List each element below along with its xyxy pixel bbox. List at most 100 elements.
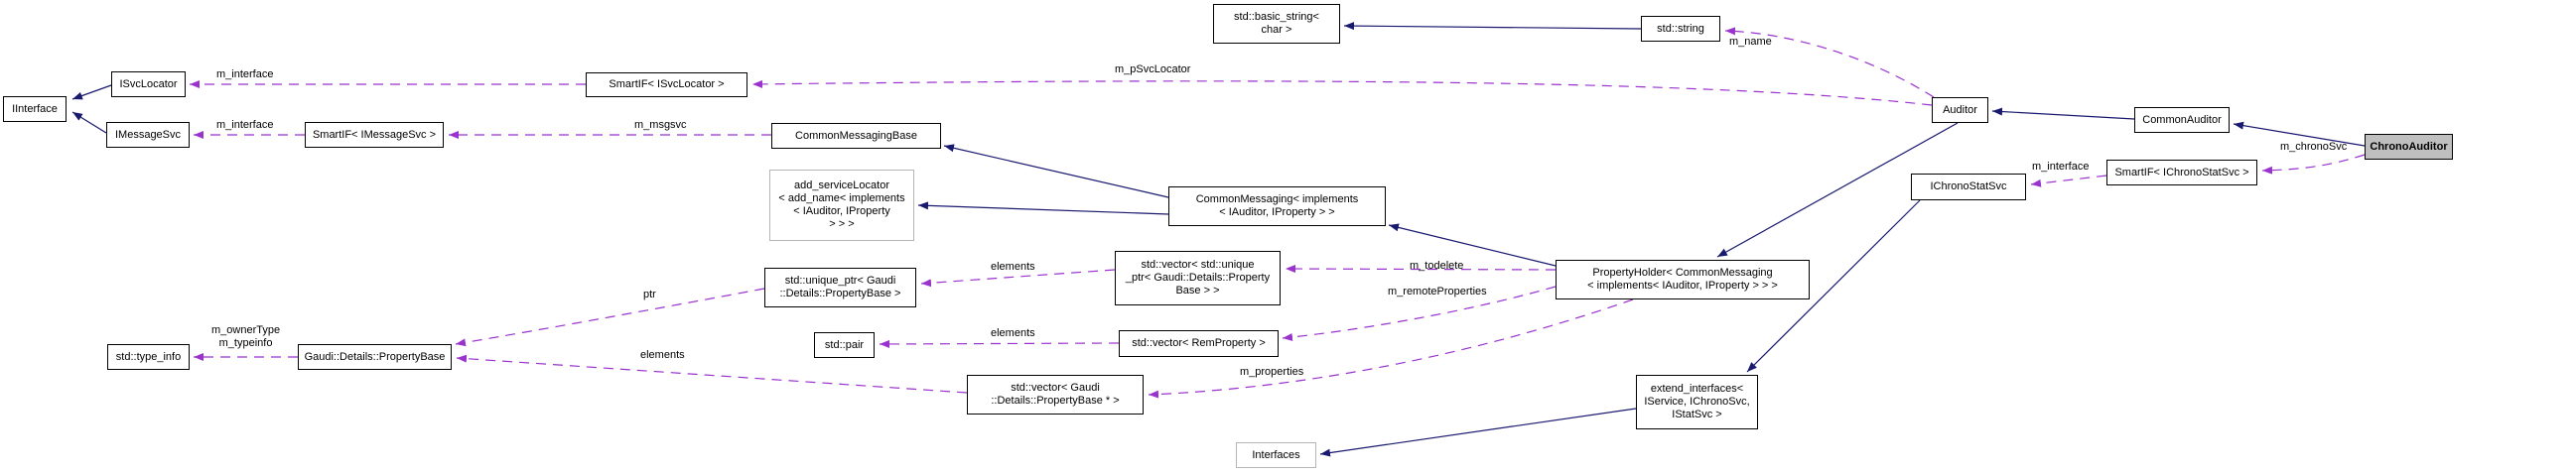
- node-label-line: IInterface: [12, 102, 58, 115]
- edge-label-m_name: m_name: [1729, 36, 1772, 49]
- node-label-line: _ptr< Gaudi::Details::Property: [1125, 272, 1271, 284]
- node-std-string[interactable]: std::string: [1641, 16, 1720, 42]
- node-label-line: std::vector< Gaudi: [1011, 382, 1100, 394]
- edge-inherit-common-messaging-to-add-servicelocator: [917, 201, 1169, 215]
- edge-inherit-common-auditor-to-auditor: [1991, 107, 2135, 120]
- edge-label-m_interface: m_interface: [216, 119, 273, 132]
- node-label-line: ChronoAuditor: [2370, 140, 2448, 153]
- node-vector-unique-ptr[interactable]: std::vector< std::unique_ptr< Gaudi::Det…: [1115, 251, 1281, 305]
- edge-label-line: m_name: [1729, 36, 1772, 48]
- edge-usage-vector-remproperty-to-std-pair: [879, 339, 1120, 348]
- edge-label-m_interface: m_interface: [216, 68, 273, 81]
- edge-label-m_todelete: m_todelete: [1410, 260, 1463, 273]
- node-std-basic-string[interactable]: std::basic_string<char >: [1213, 4, 1340, 44]
- node-std-pair[interactable]: std::pair: [814, 332, 875, 358]
- node-label-line: add_serviceLocator: [793, 179, 889, 191]
- node-label-line: PropertyHolder< CommonMessaging: [1592, 267, 1773, 279]
- edge-label-line: m_pSvcLocator: [1115, 63, 1191, 75]
- edge-label-m_pSvcLocator: m_pSvcLocator: [1115, 63, 1190, 76]
- edge-usage-property-holder-to-vector-unique-ptr: [1285, 265, 1557, 274]
- edge-inherit-std-string-to-std-basic-string: [1343, 22, 1642, 31]
- node-common-messaging[interactable]: CommonMessaging< implements< IAuditor, I…: [1168, 186, 1386, 226]
- edge-label-line: m_ownerType: [211, 324, 281, 336]
- node-label-line: < IAuditor, IProperty: [793, 205, 890, 217]
- edge-label-line: elements: [991, 327, 1035, 339]
- edge-inherit-imessagesvc-to-iinterface: [71, 111, 107, 134]
- edge-inherit-common-messaging-to-common-messaging-base: [943, 144, 1169, 198]
- node-isvclocator[interactable]: ISvcLocator: [111, 71, 186, 97]
- node-smartif-ichronostatsvc[interactable]: SmartIF< IChronoStatSvc >: [2106, 160, 2257, 185]
- node-label-line: CommonMessagingBase: [795, 129, 917, 142]
- edge-inherit-extend-interfaces-to-interfaces: [1319, 408, 1637, 457]
- node-extend-interfaces[interactable]: extend_interfaces<IService, IChronoSvc,I…: [1636, 375, 1758, 429]
- node-chrono-auditor: ChronoAuditor: [2365, 134, 2453, 160]
- node-property-holder[interactable]: PropertyHolder< CommonMessaging< impleme…: [1556, 260, 1810, 299]
- node-label-line: ::Details::PropertyBase * >: [991, 395, 1120, 407]
- node-label-line: Interfaces: [1252, 448, 1300, 461]
- node-common-messaging-base[interactable]: CommonMessagingBase: [771, 123, 941, 149]
- node-label-line: std::unique_ptr< Gaudi: [784, 275, 896, 287]
- edge-inherit-ichronostatsvc-to-extend-interfaces: [1746, 199, 1921, 373]
- edge-label-m_chronoSvc: m_chronoSvc: [2280, 141, 2347, 154]
- node-std-type-info[interactable]: std::type_info: [107, 344, 190, 370]
- edge-label-m_properties: m_properties: [1240, 366, 1303, 379]
- node-common-auditor[interactable]: CommonAuditor: [2134, 107, 2230, 133]
- node-label-line: Auditor: [1943, 103, 1977, 116]
- node-gaudi-propertybase[interactable]: Gaudi::Details::PropertyBase: [298, 344, 452, 370]
- node-ichronostatsvc[interactable]: IChronoStatSvc: [1911, 174, 2026, 200]
- node-smartif-isvclocator[interactable]: SmartIF< ISvcLocator >: [586, 72, 747, 97]
- node-label-line: SmartIF< IChronoStatSvc >: [2114, 166, 2249, 178]
- edge-label-elements: elements: [991, 327, 1035, 340]
- node-vector-remproperty[interactable]: std::vector< RemProperty >: [1119, 330, 1279, 357]
- node-label-line: IStatSvc >: [1672, 409, 1722, 420]
- edge-label-line: m_interface: [216, 68, 274, 80]
- node-label-line: SmartIF< IMessageSvc >: [312, 128, 437, 141]
- edge-usage-chrono-auditor-to-smartif-ichronostatsvc: [2261, 154, 2366, 175]
- edge-label-line: m_remoteProperties: [1388, 286, 1487, 297]
- edge-usage-auditor-to-smartif-isvclocator: [751, 79, 1933, 106]
- node-label-line: std::pair: [824, 338, 865, 351]
- node-label-line: std::string: [1657, 22, 1704, 35]
- node-auditor[interactable]: Auditor: [1932, 97, 1988, 123]
- edge-label-elements: elements: [991, 261, 1035, 274]
- node-label-line: std::basic_string<: [1234, 11, 1319, 23]
- node-label-line: std::vector< std::unique: [1141, 259, 1255, 271]
- node-label-line: CommonAuditor: [2142, 113, 2222, 126]
- edge-label-line: elements: [991, 261, 1035, 273]
- edge-inherit-isvclocator-to-iinterface: [71, 84, 112, 100]
- node-label-line: < add_name< implements: [778, 192, 905, 204]
- node-add-servicelocator: add_serviceLocator< add_name< implements…: [769, 170, 914, 241]
- node-iinterface[interactable]: IInterface: [3, 96, 67, 122]
- edge-label-m_remoteProperties: m_remoteProperties: [1388, 286, 1487, 298]
- node-vector-propertybase-ptr[interactable]: std::vector< Gaudi::Details::PropertyBas…: [967, 375, 1144, 415]
- edge-label-line: m_msgsvc: [634, 119, 687, 131]
- node-label-line: > > >: [829, 218, 855, 230]
- node-label-line: ISvcLocator: [119, 77, 178, 90]
- edge-usage-property-holder-to-vector-propertybase-ptr: [1148, 298, 1634, 399]
- node-label-line: std::vector< RemProperty >: [1132, 337, 1266, 349]
- edge-inherit-property-holder-to-common-messaging: [1388, 223, 1557, 267]
- edge-label-m_interface: m_interface: [2032, 161, 2089, 174]
- edge-label-ptr: ptr: [643, 289, 656, 301]
- node-label-line: IChronoStatSvc: [1930, 180, 2007, 192]
- node-imessagesvc[interactable]: IMessageSvc: [106, 122, 190, 148]
- edge-label-m_msgsvc: m_msgsvc: [634, 119, 687, 132]
- node-interfaces: Interfaces: [1236, 442, 1316, 468]
- node-unique-ptr[interactable]: std::unique_ptr< Gaudi::Details::Propert…: [764, 268, 916, 307]
- edge-label-line: m_todelete: [1410, 260, 1464, 272]
- edge-label-line: m_typeinfo: [218, 337, 273, 349]
- edge-inherit-auditor-to-property-holder: [1716, 122, 1959, 258]
- edge-usage-unique-ptr-to-gaudi-propertybase: [455, 288, 765, 347]
- node-label-line: IService, IChronoSvc,: [1644, 396, 1750, 408]
- node-label-line: Gaudi::Details::PropertyBase: [304, 350, 446, 363]
- node-label-line: CommonMessaging< implements: [1195, 193, 1359, 205]
- edge-usage-smartif-ichronostatsvc-to-ichronostatsvc: [2030, 175, 2107, 187]
- node-label-line: ::Details::PropertyBase >: [779, 288, 901, 299]
- node-label-line: std::type_info: [115, 350, 182, 363]
- edge-usage-vector-propertybase-ptr-to-gaudi-propertybase: [456, 354, 968, 394]
- node-smartif-imessagesvc[interactable]: SmartIF< IMessageSvc >: [305, 122, 444, 148]
- node-label-line: < IAuditor, IProperty > >: [1219, 206, 1335, 218]
- node-label-line: char >: [1261, 24, 1292, 36]
